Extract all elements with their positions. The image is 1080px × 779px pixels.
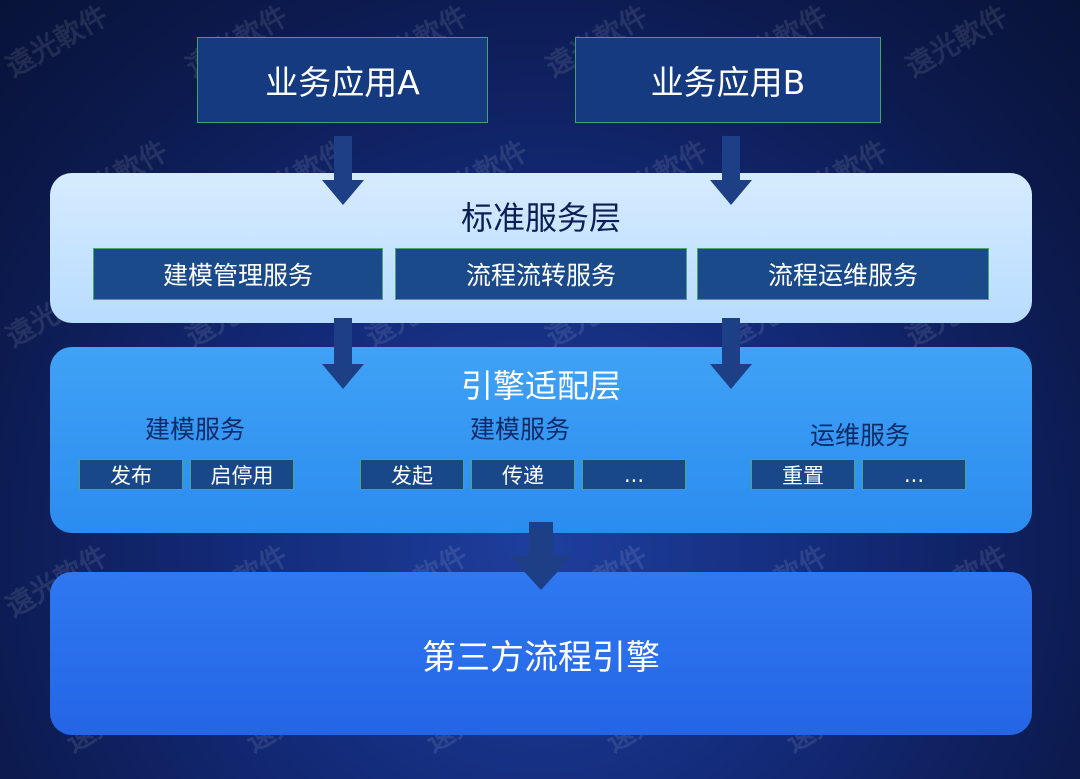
business-app-a-label: 业务应用A xyxy=(265,63,420,102)
arrow-standard-to-engine-right xyxy=(710,318,752,389)
business-app-b: 业务应用B xyxy=(575,37,881,123)
op-label: 启停用 xyxy=(210,463,274,488)
engine-adapter-layer: 引擎适配层 xyxy=(50,347,1032,533)
group-title-modeling-2: 建模服务 xyxy=(469,415,570,444)
service-label: 流程流转服务 xyxy=(465,261,616,290)
op-enable-disable: 启停用 xyxy=(190,459,294,490)
business-app-b-label: 业务应用B xyxy=(650,63,806,102)
service-label: 流程运维服务 xyxy=(767,261,918,290)
third-party-layer-title: 第三方流程引擎 xyxy=(422,638,660,678)
group-title-ops: 运维服务 xyxy=(809,421,910,450)
process-ops-service: 流程运维服务 xyxy=(697,248,989,300)
op-label: 发起 xyxy=(391,463,433,488)
arrow-app-b-to-standard xyxy=(710,136,752,205)
op-reset: 重置 xyxy=(751,459,855,490)
service-label: 建模管理服务 xyxy=(162,261,313,290)
engine-layer-title: 引擎适配层 xyxy=(460,367,621,405)
op-label: 传递 xyxy=(502,463,544,488)
modeling-management-service: 建模管理服务 xyxy=(93,248,383,300)
op-label: ... xyxy=(623,462,645,487)
op-label: 发布 xyxy=(110,463,152,488)
standard-layer-title: 标准服务层 xyxy=(460,199,621,237)
op-more: ... xyxy=(582,459,686,490)
arrow-engine-to-third-party xyxy=(510,522,572,590)
op-pass: 传递 xyxy=(471,459,575,490)
process-flow-service: 流程流转服务 xyxy=(395,248,687,300)
op-start: 发起 xyxy=(360,459,464,490)
op-more-2: ... xyxy=(862,459,966,490)
op-label: ... xyxy=(903,462,925,487)
arrow-standard-to-engine-left xyxy=(322,318,364,389)
third-party-engine-layer: 第三方流程引擎 xyxy=(50,572,1032,735)
op-publish: 发布 xyxy=(79,459,183,490)
group-title-modeling: 建模服务 xyxy=(144,415,245,444)
op-label: 重置 xyxy=(782,463,824,488)
business-app-a: 业务应用A xyxy=(197,37,488,123)
arrow-app-a-to-standard xyxy=(322,136,364,205)
